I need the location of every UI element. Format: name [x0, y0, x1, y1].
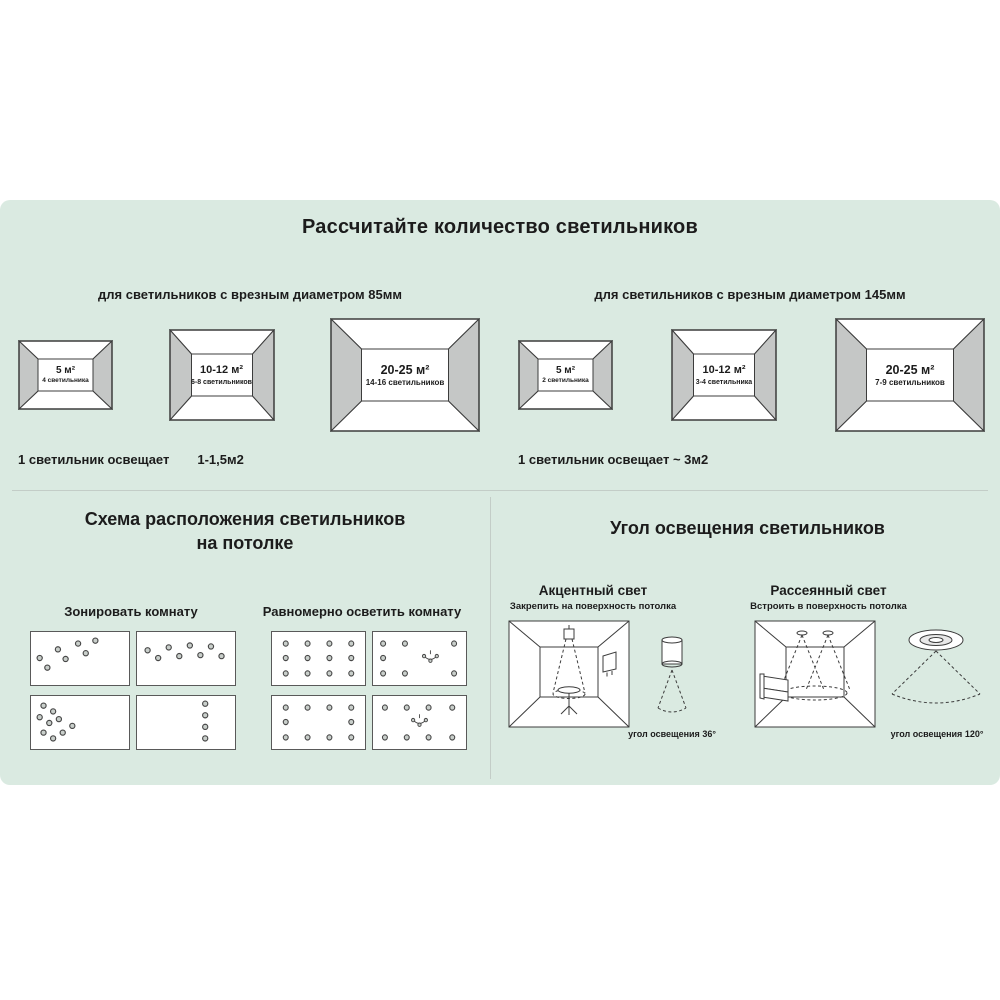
diffuse-light-title: Рассеянный свет	[770, 583, 887, 598]
room-area: 20-25 м²	[380, 362, 430, 377]
room-count: 2 светильника	[542, 377, 589, 385]
header-diameter-85mm: для светильников с врезным диаметром 85м…	[98, 287, 402, 302]
note-145mm-label: 1 светильник освещает ~ 3м2	[518, 452, 709, 467]
room-count: 14-16 светильников	[365, 377, 445, 387]
scheme-title: Схема расположения светильников на потол…	[0, 507, 490, 556]
scheme-title-line2: на потолке	[196, 533, 294, 554]
uniform-grid	[271, 631, 467, 750]
diffuse-light-subtitle: Встроить в поверхность потолка	[750, 601, 907, 612]
accent-light-subtitle: Закрепить на поверхность потолка	[509, 601, 677, 612]
diffuse-light-head: Рассеянный свет Встроить в поверхность п…	[726, 583, 931, 612]
ceiling-layout-pattern-1	[271, 631, 366, 686]
ceiling-layout-pattern-4	[372, 695, 467, 750]
uniform-label: Равномерно осветить комнату	[262, 604, 462, 619]
ceiling-layout-pattern-1	[30, 631, 130, 686]
note-145mm: 1 светильник освещает ~ 3м2	[518, 452, 708, 467]
vertical-divider	[490, 497, 491, 779]
zoning-label: Зонировать комнату	[64, 604, 198, 619]
note-85mm: 1 светильник освещает 1-1,5м2	[18, 452, 244, 467]
room-count: 7-9 светильников	[875, 377, 945, 387]
room-count: 6-8 светильников	[191, 378, 252, 386]
accent-angle-caption: угол освещения 36°	[628, 729, 716, 739]
diffuse-angle-caption: угол освещения 120°	[890, 729, 984, 739]
note-85mm-label: 1 светильник освещает	[18, 452, 170, 467]
spot-light-icon	[657, 636, 687, 713]
room-count: 3-4 светильника	[695, 378, 753, 386]
ceiling-layout-pattern-4	[136, 695, 236, 750]
room-area: 5 м²	[55, 365, 76, 377]
room-area: 5 м²	[555, 365, 576, 377]
horizontal-divider	[12, 490, 988, 491]
note-85mm-value: 1-1,5м2	[197, 452, 244, 467]
room-area: 10-12 м²	[702, 364, 746, 377]
zoning-grid	[30, 631, 236, 750]
ceiling-layout-pattern-2	[136, 631, 236, 686]
chandelier-icon	[411, 714, 428, 727]
header-diameter-145mm: для светильников с врезным диаметром 145…	[594, 287, 906, 302]
chandelier-icon	[421, 650, 439, 663]
accent-light-title: Акцентный свет	[538, 583, 648, 598]
accent-light-head: Акцентный свет Закрепить на поверхность …	[498, 583, 688, 612]
ceiling-layout-pattern-3	[271, 695, 366, 750]
main-title: Рассчитайте количество светильников	[302, 216, 698, 238]
ceiling-layout-pattern-2	[372, 631, 467, 686]
recessed-light-icon	[891, 629, 981, 704]
ceiling-layout-pattern-3	[30, 695, 130, 750]
angle-title: Угол освещения светильников	[610, 518, 885, 538]
accent-room-diagram	[508, 620, 630, 728]
room-area: 10-12 м²	[200, 364, 243, 377]
scheme-title-line1: Схема расположения светильников	[84, 509, 406, 529]
room-count: 4 светильника	[42, 377, 89, 385]
room-area: 20-25 м²	[885, 362, 935, 377]
diffuse-room-diagram	[754, 620, 876, 728]
